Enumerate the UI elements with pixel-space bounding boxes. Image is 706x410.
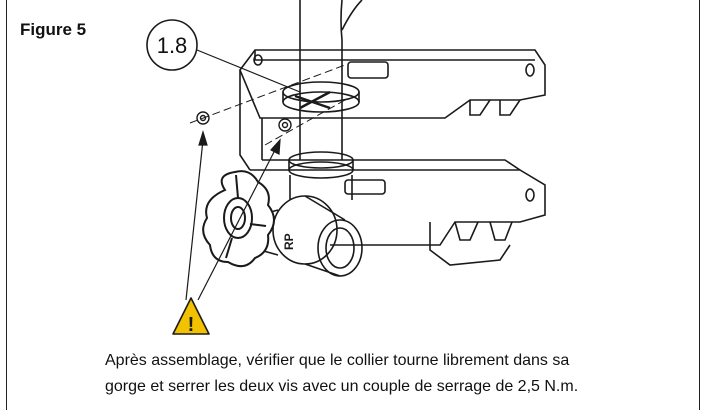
warning-leaders bbox=[185, 129, 281, 301]
screw-right bbox=[278, 118, 292, 132]
callout-bubble: 1.8 bbox=[146, 19, 301, 93]
valve-mark: RP bbox=[282, 233, 296, 250]
screw-axis-lines bbox=[189, 64, 346, 146]
warning-symbol: ! bbox=[188, 314, 195, 336]
pipe bbox=[299, 0, 363, 160]
collar bbox=[282, 81, 360, 179]
caption-line-1: Après assemblage, vérifier que le collie… bbox=[105, 352, 570, 369]
lower-bracket bbox=[250, 159, 546, 266]
callout-value: 1.8 bbox=[157, 33, 188, 58]
caption: Après assemblage, vérifier que le collie… bbox=[105, 348, 665, 400]
upper-bracket bbox=[239, 49, 546, 171]
figure-frame bbox=[6, 0, 700, 410]
handwheel bbox=[202, 170, 275, 268]
figure-label: Figure 5 bbox=[20, 20, 87, 39]
valve-body bbox=[259, 175, 363, 277]
screw-left bbox=[196, 111, 210, 125]
warning-icon: ! bbox=[172, 297, 210, 336]
caption-line-2: gorge et serrer les deux vis avec un cou… bbox=[105, 378, 579, 395]
